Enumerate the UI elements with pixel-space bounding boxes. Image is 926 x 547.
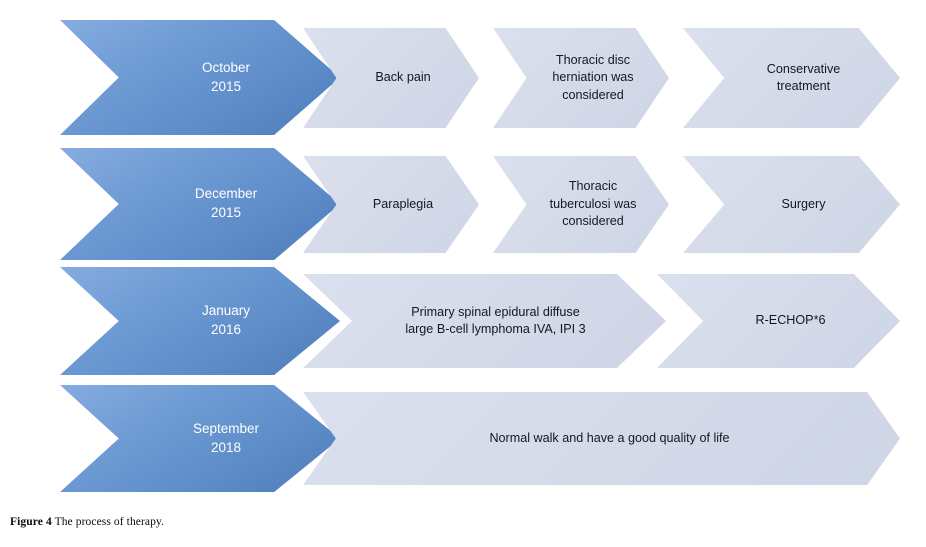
date-chevron-label: January 2016 bbox=[201, 303, 251, 337]
date-chevron-row-2: December 2015 bbox=[60, 148, 340, 260]
step-chevron-label: Back pain bbox=[375, 70, 431, 85]
figure-caption-text: The process of therapy. bbox=[54, 516, 165, 528]
step-chevron-label: Paraplegia bbox=[372, 196, 434, 211]
step-chevron-row-2-step-2: Thoracic tuberculosi was considered bbox=[493, 156, 669, 253]
step-chevron-label: Primary spinal epidural diffuse large B-… bbox=[405, 304, 586, 336]
step-chevron-label: Thoracic disc herniation was considered bbox=[552, 52, 634, 102]
timeline-row: September 2018 Normal walk and have a go… bbox=[0, 385, 926, 492]
date-chevron-row-3: January 2016 bbox=[60, 267, 340, 375]
step-chevron-row-4-step-1: Normal walk and have a good quality of l… bbox=[303, 392, 900, 485]
timeline-row: October 2015 Back pain Thoracic disc her… bbox=[0, 20, 926, 135]
step-chevron-row-3-step-1: Primary spinal epidural diffuse large B-… bbox=[303, 274, 666, 368]
date-chevron-label: December 2015 bbox=[194, 186, 258, 220]
timeline-row: January 2016 Primary spinal epidural dif… bbox=[0, 267, 926, 375]
step-chevron-label: R-ECHOP*6 bbox=[755, 313, 826, 328]
date-chevron-row-4: September 2018 bbox=[60, 385, 340, 492]
date-chevron-label: September 2018 bbox=[192, 420, 260, 455]
step-chevron-row-3-step-2: R-ECHOP*6 bbox=[657, 274, 900, 368]
date-chevron-label: October 2015 bbox=[201, 59, 251, 94]
step-chevron-label: Normal walk and have a good quality of l… bbox=[489, 430, 730, 445]
step-chevron-label: Surgery bbox=[781, 196, 826, 211]
step-chevron-label: Conservative treatment bbox=[766, 61, 841, 93]
step-chevron-label: Thoracic tuberculosi was considered bbox=[549, 179, 637, 229]
step-chevron-row-2-step-3: Surgery bbox=[683, 156, 900, 253]
figure-caption: Figure 4 The process of therapy. bbox=[10, 516, 164, 528]
timeline-row: December 2015 Paraplegia Thoracic tuberc… bbox=[0, 148, 926, 260]
step-chevron-row-1-step-3: Conservative treatment bbox=[683, 28, 900, 128]
date-chevron-row-1: October 2015 bbox=[60, 20, 340, 135]
step-chevron-row-1-step-2: Thoracic disc herniation was considered bbox=[493, 28, 669, 128]
process-timeline-diagram: October 2015 Back pain Thoracic disc her… bbox=[0, 20, 926, 492]
figure-caption-label: Figure 4 bbox=[10, 516, 52, 528]
